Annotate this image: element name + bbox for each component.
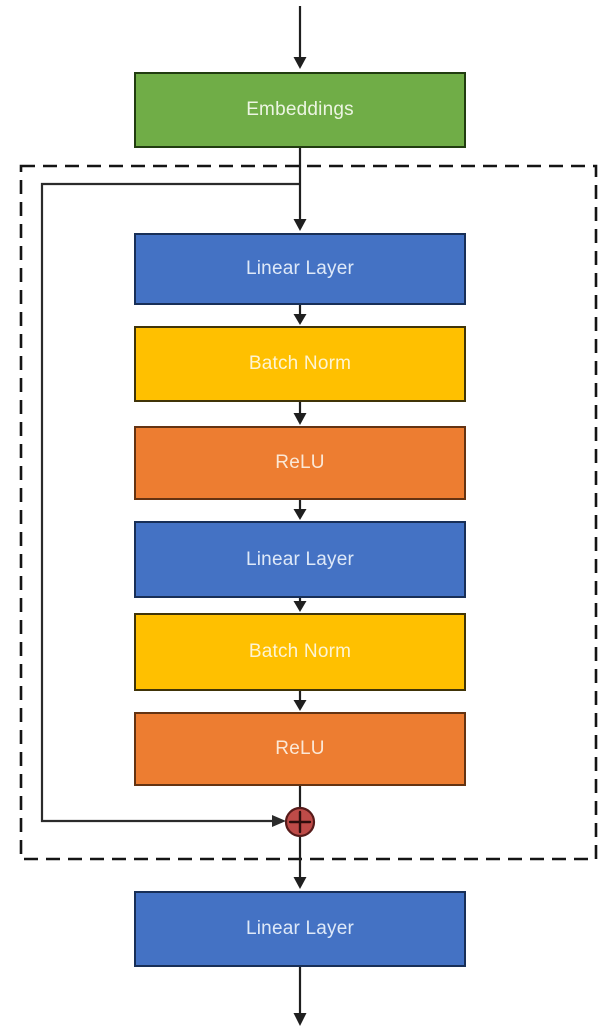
node-linear-layer-1: Linear Layer	[134, 233, 466, 305]
node-label: ReLU	[275, 452, 325, 473]
node-label: ReLU	[275, 738, 325, 759]
arrowhead-icon	[293, 601, 307, 612]
arrowhead-icon	[293, 1013, 307, 1026]
arrow-embeddings-to-linear1	[293, 148, 307, 231]
arrowhead-icon	[293, 509, 307, 520]
plus-icon	[288, 810, 312, 834]
arrow-input	[293, 6, 307, 69]
skip-connection-path	[40, 182, 300, 823]
arrow-batchnorm2-to-relu2	[293, 691, 307, 711]
arrowhead-icon	[293, 700, 307, 711]
node-batch-norm-1: Batch Norm	[134, 326, 466, 402]
node-linear-layer-2: Linear Layer	[134, 521, 466, 598]
node-label: Embeddings	[246, 99, 354, 120]
node-embeddings: Embeddings	[134, 72, 466, 148]
residual-block-dashed-border	[19, 164, 598, 861]
arrow-output	[293, 967, 307, 1026]
node-relu-1: ReLU	[134, 426, 466, 500]
node-label: Batch Norm	[248, 353, 352, 374]
arrowhead-icon	[293, 57, 307, 69]
skip-arrowhead-icon	[272, 815, 286, 827]
arrow-relu1-to-linear2	[293, 500, 307, 520]
node-label: Linear Layer	[245, 258, 355, 279]
node-label: Batch Norm	[248, 641, 352, 662]
arrow-sum-to-linear-out	[293, 836, 307, 889]
arrowhead-icon	[293, 219, 307, 231]
arrow-linear1-to-batchnorm1	[293, 305, 307, 325]
node-linear-layer-out: Linear Layer	[134, 891, 466, 967]
arrowhead-icon	[293, 877, 307, 889]
node-label: Linear Layer	[245, 918, 355, 939]
arrow-linear2-to-batchnorm2	[293, 598, 307, 612]
node-relu-2: ReLU	[134, 712, 466, 786]
skip-connection-line	[40, 182, 300, 827]
sum-node	[284, 806, 316, 838]
arrow-batchnorm1-to-relu1	[293, 402, 307, 425]
arrowhead-icon	[293, 314, 307, 325]
main-connectors	[293, 6, 307, 1026]
node-label: Linear Layer	[245, 548, 355, 570]
arrowhead-icon	[293, 413, 307, 425]
node-batch-norm-2: Batch Norm	[134, 613, 466, 691]
